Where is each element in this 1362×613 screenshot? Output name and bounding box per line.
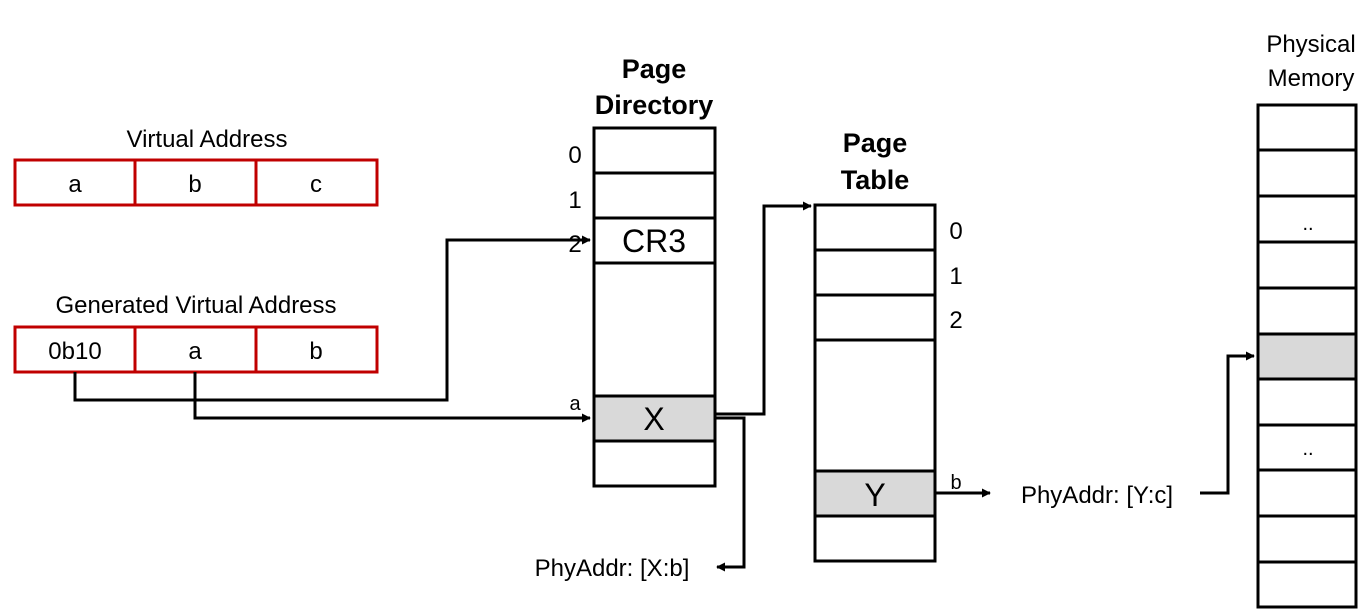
page-table-index-2: 2 <box>949 307 962 334</box>
page-directory-entry-x-fill <box>592 394 717 443</box>
virtual-address-field-a-label: a <box>68 171 82 198</box>
arrow-x-to-page-table <box>715 201 812 416</box>
virtual-address-field-c-label: c <box>310 171 322 198</box>
page-table-index-b: b <box>950 472 961 494</box>
page-directory-entry-x-label: X <box>643 401 664 437</box>
physical-memory-title-line1: Physical <box>1266 31 1355 58</box>
physical-memory: Physical Memory .. .. <box>1256 31 1358 609</box>
virtual-address-field-c <box>254 158 379 207</box>
generated-virtual-address: Generated Virtual Address 0b10 a b <box>13 292 379 374</box>
generated-address-field-a-label: a <box>188 338 202 365</box>
phy-addr-xb-label: PhyAddr: [X:b] <box>535 555 690 582</box>
physical-memory-target-cell <box>1256 332 1358 381</box>
page-directory-index-a: a <box>569 393 581 415</box>
connectors <box>73 201 1255 572</box>
page-table-title-line2: Table <box>841 165 910 195</box>
virtual-address-field-a <box>13 158 137 207</box>
page-table-entry-y-label: Y <box>864 477 885 513</box>
virtual-address-field-b <box>133 158 258 207</box>
phy-addr-yc-label: PhyAddr: [Y:c] <box>1021 482 1173 509</box>
page-directory-title-line1: Page <box>622 54 687 84</box>
virtual-address: Virtual Address a b c <box>13 126 379 207</box>
arrow-a-to-entry-x <box>193 372 591 423</box>
page-table-index-0: 0 <box>949 218 962 245</box>
page-directory-index-0: 0 <box>568 142 581 169</box>
generated-address-field-b-label: b <box>309 338 322 365</box>
page-directory: Page Directory CR3 X 0 1 2 a <box>568 54 717 488</box>
page-table-title-line1: Page <box>843 128 908 158</box>
virtual-address-title: Virtual Address <box>127 126 288 153</box>
arrow-0b10-to-cr3 <box>73 235 591 402</box>
page-table: Page Table Y 0 1 2 b <box>813 128 963 563</box>
page-directory-index-1: 1 <box>568 187 581 214</box>
physical-memory-title-line2: Memory <box>1268 65 1355 92</box>
physical-memory-ellipsis-2: .. <box>1302 438 1313 460</box>
page-table-entry-y-fill <box>813 469 937 518</box>
physical-memory-ellipsis-1: .. <box>1302 213 1313 235</box>
page-table-index-1: 1 <box>949 263 962 290</box>
generated-address-field-0b10-label: 0b10 <box>48 338 101 365</box>
generated-address-field-b <box>254 325 379 374</box>
generated-virtual-address-title: Generated Virtual Address <box>55 292 336 319</box>
arrow-x-to-phyaddr-xb <box>715 416 746 572</box>
arrow-phyaddr-to-memory <box>1200 351 1255 495</box>
page-directory-cr3-label: CR3 <box>622 223 686 259</box>
page-directory-index-2: 2 <box>568 231 581 258</box>
virtual-address-field-b-label: b <box>188 171 201 198</box>
page-directory-title-line2: Directory <box>595 90 714 120</box>
